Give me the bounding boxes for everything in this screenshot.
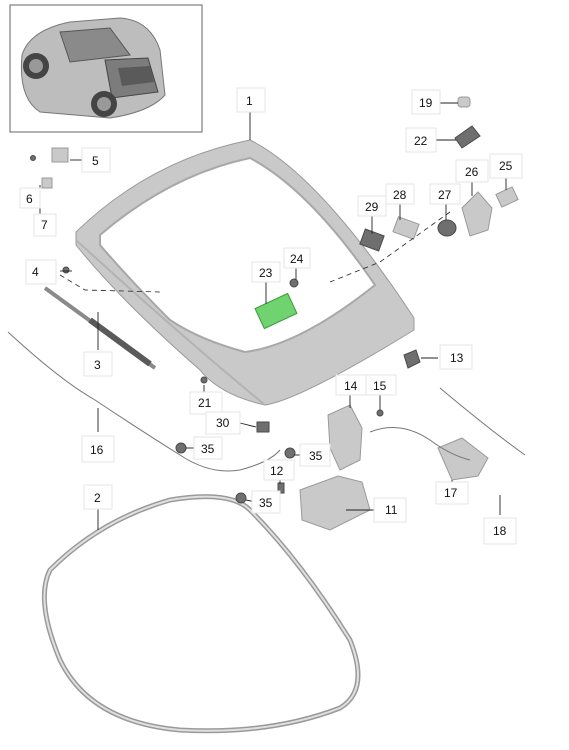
callout-16: 16 (90, 443, 104, 457)
callout-3: 3 (94, 358, 101, 372)
grommet-part (284, 447, 296, 459)
cover-part (392, 216, 420, 240)
screw-part (62, 266, 70, 274)
screw-part (200, 376, 208, 384)
callout-5: 5 (92, 154, 99, 168)
callout-26: 26 (465, 165, 479, 179)
clip-part (41, 177, 53, 189)
callout-1: 1 (246, 94, 253, 108)
callout-35a: 35 (201, 442, 215, 456)
screw-part (277, 482, 285, 494)
screw-part (376, 409, 384, 417)
callout-25: 25 (499, 159, 513, 173)
callout-7: 7 (41, 218, 48, 232)
grommet-part (175, 442, 187, 454)
callout-23: 23 (259, 266, 273, 280)
callout-29: 29 (365, 200, 379, 214)
callout-15: 15 (373, 379, 387, 393)
highlighted-part (254, 292, 298, 330)
bolt-part (289, 278, 299, 288)
cap-part (457, 96, 471, 108)
callout-27: 27 (438, 188, 452, 202)
hinge-part (51, 147, 69, 163)
callout-22: 22 (414, 134, 428, 148)
latch-part (327, 404, 363, 471)
callout-4: 4 (32, 265, 39, 279)
callout-35b: 35 (309, 449, 323, 463)
gas-strut (43, 286, 157, 370)
callout-14: 14 (344, 379, 358, 393)
bumper-part (403, 349, 421, 369)
vehicle-thumbnail (9, 4, 203, 133)
lid-seal (41, 494, 361, 734)
assembly-line (59, 274, 161, 293)
callout-21: 21 (198, 396, 212, 410)
callout-30: 30 (216, 416, 230, 430)
callout-labels: 1 2 3 4 5 6 7 11 12 13 14 15 16 17 18 19 (19, 87, 523, 545)
tab-part (495, 186, 519, 208)
actuator-part (437, 437, 489, 481)
screw-part (30, 155, 36, 161)
callout-28: 28 (393, 188, 407, 202)
handle-cover-part (461, 191, 493, 237)
release-cable (439, 387, 526, 456)
callout-11: 11 (385, 503, 398, 517)
callout-24: 24 (290, 252, 304, 266)
bracket-part (359, 228, 385, 252)
callout-18: 18 (493, 524, 507, 538)
lock-part (299, 475, 371, 531)
callout-35c: 35 (259, 496, 273, 510)
callout-12: 12 (270, 464, 284, 478)
button-part (437, 219, 457, 237)
clip-part (256, 421, 270, 433)
callout-19: 19 (419, 96, 433, 110)
release-cable (7, 331, 281, 472)
grommet-part (235, 492, 247, 504)
callout-6: 6 (26, 192, 33, 206)
assembly-line (329, 211, 451, 283)
pad-part (454, 125, 481, 149)
rear-lid-panel (75, 139, 415, 406)
release-cable (369, 427, 471, 461)
callout-17: 17 (444, 486, 458, 500)
callout-2: 2 (94, 491, 101, 505)
callout-13: 13 (450, 351, 464, 365)
